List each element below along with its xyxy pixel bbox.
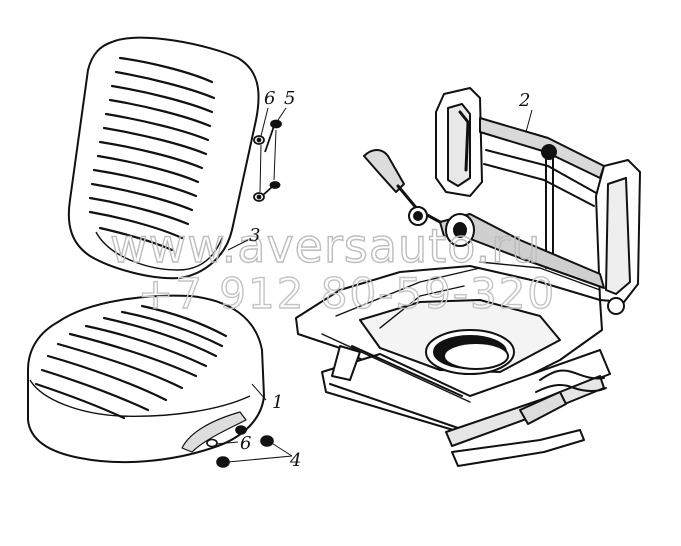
callout-4: 4 xyxy=(289,450,301,471)
backrest-fasteners xyxy=(253,119,282,202)
washer-upper xyxy=(253,135,265,145)
seat-frame-mechanism xyxy=(295,87,641,467)
watermark-site: www.aversauto.ru xyxy=(110,219,541,273)
washer-bottom xyxy=(206,438,218,448)
seat-cushion xyxy=(27,294,265,464)
seat-backrest xyxy=(67,36,260,280)
bolt-lower xyxy=(261,181,281,197)
watermark: www.aversauto.ru +7 912 80-59-320 xyxy=(109,218,556,318)
nut-bottom-left xyxy=(216,456,230,468)
callout-3: 3 xyxy=(249,225,260,246)
callout-labels: 1 2 3 4 5 6 6 xyxy=(240,88,530,471)
nut-bottom-right xyxy=(260,435,274,447)
callout-1: 1 xyxy=(272,392,283,413)
callout-2: 2 xyxy=(518,90,530,111)
leader-lines xyxy=(215,107,533,463)
callout-6-bottom: 6 xyxy=(240,433,251,454)
callout-5: 5 xyxy=(284,88,295,109)
watermark-phone: +7 912 80-59-320 xyxy=(138,269,556,318)
nut-bottom-mid xyxy=(235,425,247,435)
washer-lower xyxy=(253,192,265,202)
callout-6-top: 6 xyxy=(264,88,275,109)
bolt-upper xyxy=(264,119,282,153)
